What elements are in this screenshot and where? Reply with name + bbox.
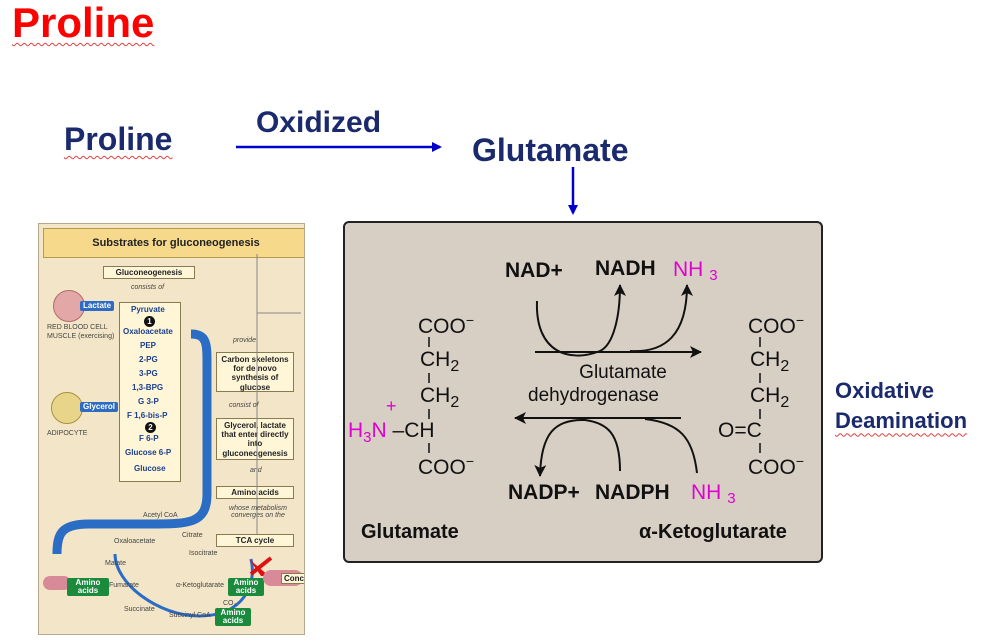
akg-carboxyl-top: COO− [748,312,805,338]
path-pep: PEP [140,341,157,350]
nh3-top: NH 3 [673,258,718,284]
path-g6p: Glucose 6-P [125,448,172,457]
side-note-line2: Deamination [835,407,968,433]
name-akg: α-Ketoglutarate [639,521,787,543]
glu-ch2-a: CH2 [420,348,460,376]
gluconeogenesis-figure: Substrates for gluconeogenesis Gluconeog… [38,223,305,635]
glu-carboxyl-bottom: COO− [418,453,475,479]
muscle-text: MUSCLE (exercising) [47,333,115,340]
malate-text: Malate [105,560,127,567]
succinyl-coa-text: Succinyl CoA [169,612,211,619]
lactate-label: Lactate [80,301,115,311]
glu-carboxyl-top: COO− [418,312,475,338]
succinate-text: Succinate [124,606,155,613]
path-f16bp: F 1,6-bis-P [127,411,168,420]
isocitrate-text: Isocitrate [189,550,218,557]
nh3-bottom: NH 3 [691,481,736,507]
carbon-skeletons-box: Carbon skeletons for de novo synthesis o… [216,352,294,392]
path-f6p: F 6-P [139,434,159,443]
amino-acids-left: Amino acids [67,578,109,596]
glu-ch2-b: CH2 [420,384,460,412]
name-glutamate: Glutamate [361,521,459,543]
step-1-badge: 1 [144,316,155,327]
muscle-icon-left [43,576,71,590]
glycerol-label: Glycerol [80,402,119,412]
reaction-arrows [514,284,702,477]
akg-cycle-text: α-Ketoglutarate [176,582,225,589]
glu-bonds [428,337,761,453]
tca-cycle-box: TCA cycle [216,534,294,547]
conce-box: Conce [281,573,304,584]
akg-carbonyl: O=C [718,419,762,442]
adipocyte-icon [51,392,83,424]
co2-text: CO₂ [223,600,237,607]
provide-text: provide [233,337,256,344]
side-note: Oxidative Deamination [835,376,967,435]
consists-of-text: consists of [131,284,165,291]
akg-carboxyl-bottom: COO− [748,453,805,479]
enzyme-line2: dehydrogenase [528,385,659,406]
oxidized-label: Oxidized [256,106,382,139]
path-glucose: Glucose [134,464,166,473]
citrate-text: Citrate [182,532,203,539]
path-3pg: 3-PG [139,369,158,378]
slide-title: Proline [12,0,155,46]
adipocyte-text: ADIPOCYTE [47,430,88,437]
path-2pg: 2-PG [139,355,158,364]
consist-of-text: consist of [229,402,259,409]
oxaloacetate-cycle-text: Oxaloacetate [114,538,156,545]
amino-acids-bottom: Amino acids [215,608,251,626]
whose-text: whose metabolism converges on the [229,505,287,519]
reaction-panel: COO− CH2 CH2 + H3N –CH COO− NAD+ NADH NH… [343,221,823,563]
amino-acids-box: Amino acids [216,486,294,499]
enzyme-line1: Glutamate [579,362,667,383]
nadp-label: NADP+ [508,481,580,504]
fumarate-text: Fumarate [109,582,139,589]
rbc-text: RED BLOOD CELL [47,324,108,331]
nad-label: NAD+ [505,259,563,282]
pathway-column [119,302,181,482]
akg-ch2-b: CH2 [750,384,790,412]
nadph-label: NADPH [595,481,670,504]
path-13bpg: 1,3-BPG [132,383,164,392]
and-text: and [250,467,262,474]
amino-acids-right: Amino acids [228,578,264,596]
glu-amine: H3N –CH [348,419,435,447]
akg-ch2-a: CH2 [750,348,790,376]
gluconeogenesis-box: Gluconeogenesis [103,266,195,279]
path-g3p: G 3-P [138,397,159,406]
proline-label: Proline [64,121,173,157]
glu-plus: + [386,396,397,416]
acetyl-coa-text: Acetyl CoA [143,512,178,519]
step-2-badge: 2 [145,422,156,433]
side-note-line1: Oxidative [835,378,935,403]
glycerol-lactate-box: Glycerol, lactate that enter directly in… [216,418,294,460]
path-oxaloacetate: Oxaloacetate [123,327,173,336]
glutamate-label: Glutamate [472,132,629,168]
nadh-label: NADH [595,257,656,280]
figure-heading: Substrates for gluconeogenesis [43,228,304,258]
path-pyruvate: Pyruvate [131,305,165,314]
